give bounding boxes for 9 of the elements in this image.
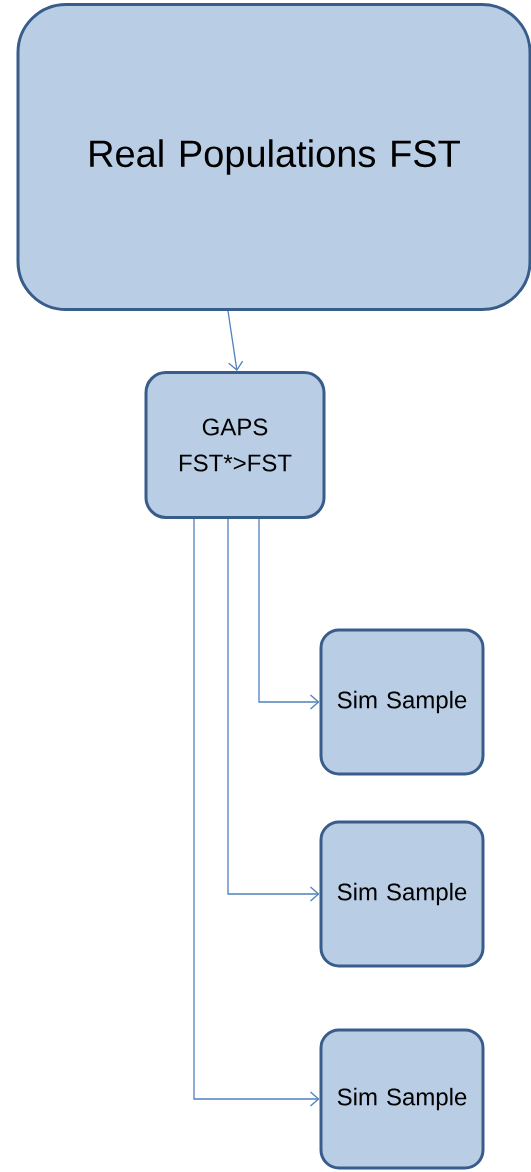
rounded-box: GAPS FST*>FST [144,371,326,519]
arrow [227,518,320,902]
rounded-box: Sim Sample [319,628,485,776]
rounded-box: Sim Sample [319,820,485,968]
arrow [258,518,320,710]
rounded-box: Sim Sample [319,1028,485,1170]
rounded-box: Real Populations FST [16,3,531,311]
arrow [193,518,320,1107]
arrow [227,310,244,371]
